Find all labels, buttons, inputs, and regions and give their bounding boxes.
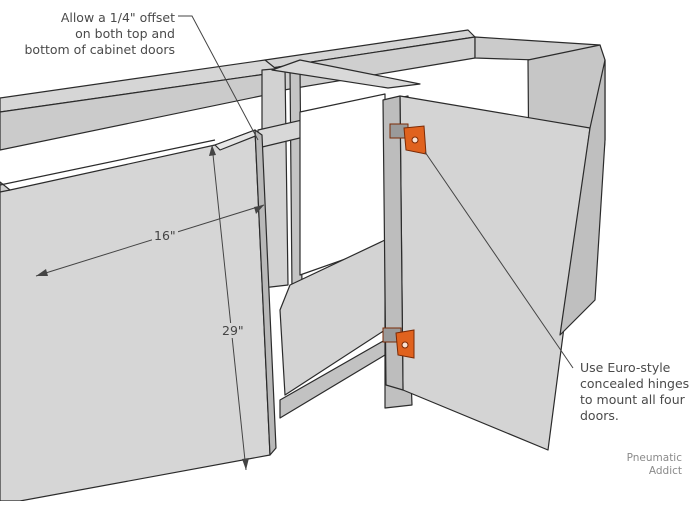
right-door: [399, 95, 591, 451]
hinge-top-icon: [389, 123, 427, 155]
dimension-arrows: [36, 145, 264, 470]
hinge-callout-line-3: to mount all four: [580, 392, 685, 407]
watermark-line-2: Addict: [648, 465, 682, 477]
offset-callout-line-1: Allow a 1/4" offset: [60, 10, 175, 25]
watermark: Pneumatic Addict: [610, 452, 682, 478]
door-height-label: 29": [220, 323, 246, 338]
left-door-side: [254, 129, 277, 456]
right-cabinet-side: [559, 59, 606, 336]
hinge-callout: Use Euro-style concealed hinges to mount…: [580, 360, 698, 424]
hinge-callout-line-4: doors.: [580, 408, 619, 423]
hinge-bottom-icon: [382, 327, 415, 359]
width-dimension-line: [35, 204, 265, 277]
hinge-callout-line-2: concealed hinges: [580, 376, 690, 391]
top-cross: [271, 59, 421, 89]
door-width-label: 16": [152, 228, 178, 243]
watermark-line-1: Pneumatic: [626, 452, 682, 464]
height-dimension-line: [211, 144, 247, 471]
offset-callout-line-2: on both top and: [75, 26, 175, 41]
offset-leader-line: [178, 15, 259, 141]
offset-callout-line-3: bottom of cabinet doors: [24, 42, 175, 57]
hinge-callout-line-1: Use Euro-style: [580, 360, 671, 375]
offset-callout: Allow a 1/4" offset on both top and bott…: [10, 10, 175, 58]
bottom-shelf: [279, 239, 386, 396]
right-door-edge: [382, 95, 404, 391]
hinge-leader-line: [424, 151, 574, 369]
